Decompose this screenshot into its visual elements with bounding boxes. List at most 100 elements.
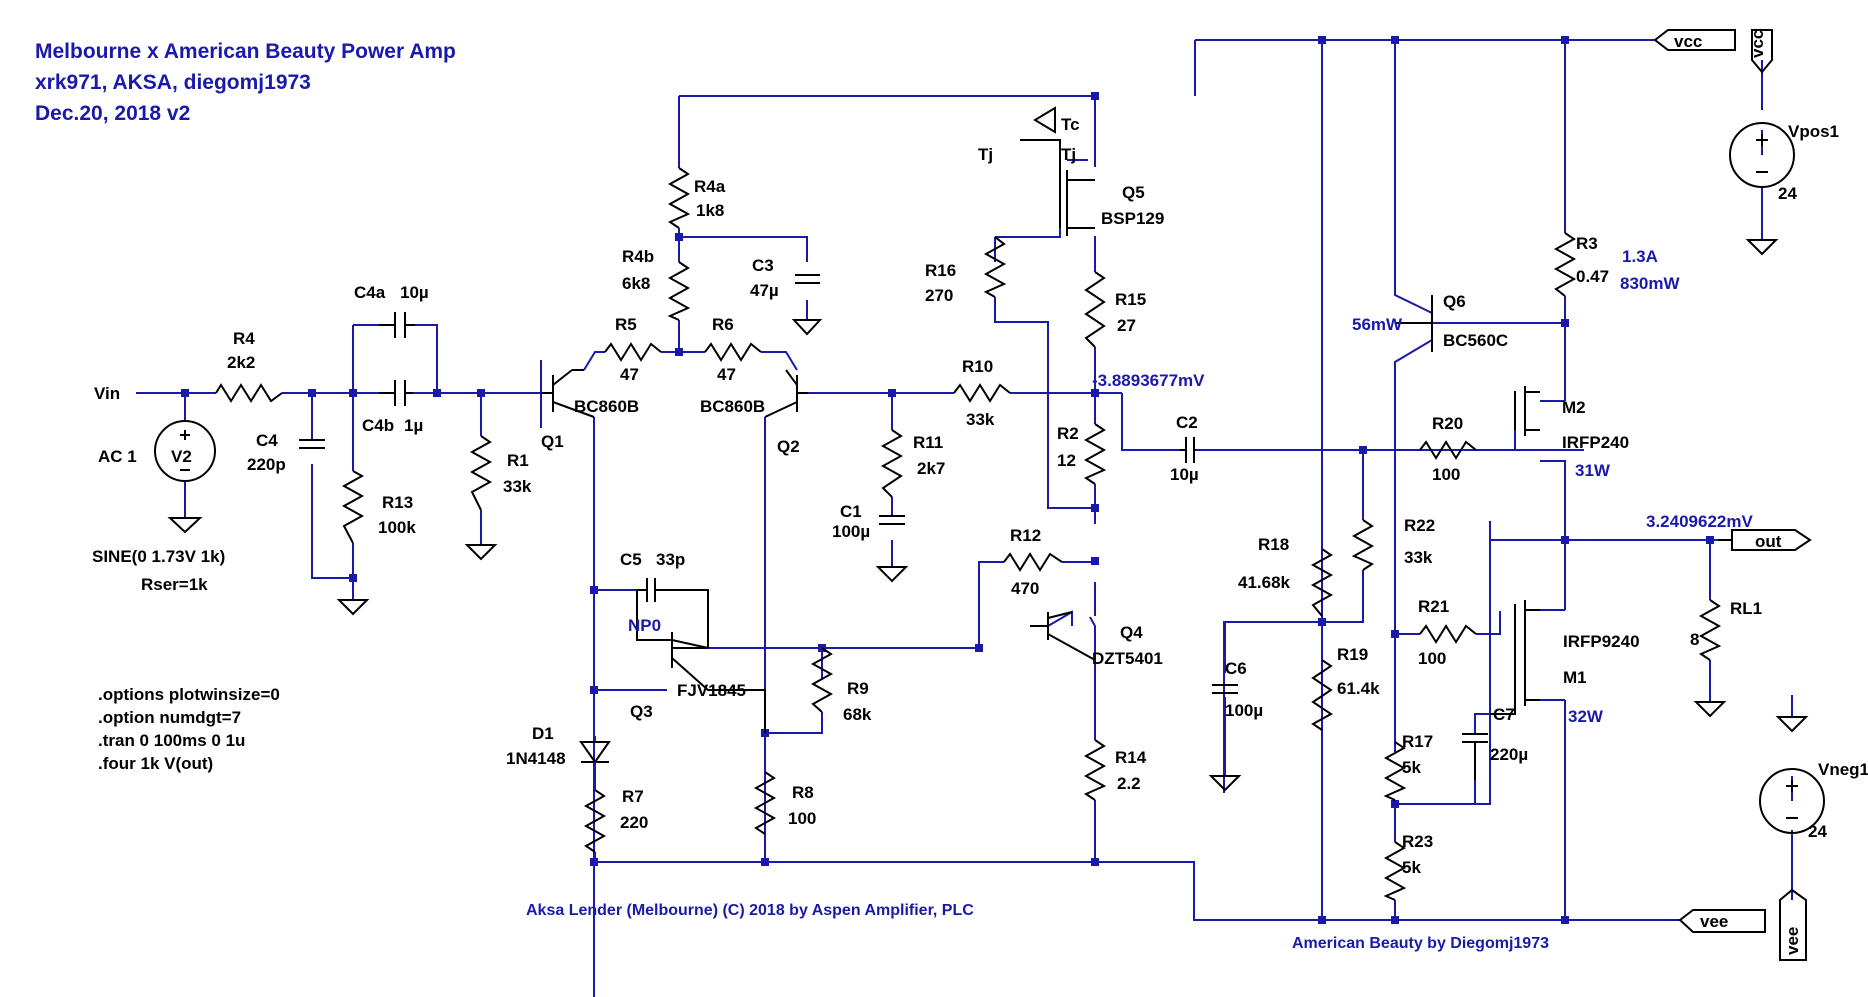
resistor-r6-value: 47 xyxy=(717,365,736,384)
transistor-q1-model: BC860B xyxy=(574,397,639,416)
mosfet-m2-model: IRFP240 xyxy=(1562,433,1629,452)
capacitor-shapes xyxy=(299,274,1488,780)
source-v2-spec: SINE(0 1.73V 1k) xyxy=(92,547,225,566)
resistor-r12-name: R12 xyxy=(1010,526,1041,545)
resistor-r4b-value: 6k8 xyxy=(622,274,650,293)
resistor-r20-value: 100 xyxy=(1432,465,1460,484)
annotation-m1-power: 32W xyxy=(1568,707,1604,726)
supply-vpos-value: 24 xyxy=(1778,184,1797,203)
capacitor-c7-name: C7 xyxy=(1493,705,1515,724)
capacitor-c5-name: C5 xyxy=(620,550,642,569)
supply-vpos-name: Vpos1 xyxy=(1788,122,1839,141)
transistor-q6-model: BC560C xyxy=(1443,331,1508,350)
capacitor-c6-name: C6 xyxy=(1225,659,1247,678)
resistor-r3-value: 0.47 xyxy=(1576,267,1609,286)
net-label-tj: Tj xyxy=(1061,145,1076,164)
net-label-tc: Tc xyxy=(1061,115,1080,134)
capacitor-c1-name: C1 xyxy=(840,502,862,521)
resistor-r22-name: R22 xyxy=(1404,516,1435,535)
capacitor-c4a-value: 10µ xyxy=(400,283,429,302)
annotation-r3-current: 1.3A xyxy=(1622,247,1658,266)
source-labels: AC 1 V2 SINE(0 1.73V 1k) Rser=1k Vpos1 2… xyxy=(92,122,1868,841)
component-labels: R4 2k2 C4a 10µ C4b 1µ C4 220p R13 100k R… xyxy=(227,177,1762,877)
resistor-r5-name: R5 xyxy=(615,315,637,334)
annotation-q6-power: 56mW xyxy=(1352,315,1403,334)
resistor-r19-value: 61.4k xyxy=(1337,679,1380,698)
transistor-q2-model: BC860B xyxy=(700,397,765,416)
ground-symbols xyxy=(167,106,1809,792)
resistor-r4a-value: 1k8 xyxy=(696,201,724,220)
resistor-r21-value: 100 xyxy=(1418,649,1446,668)
transistor-q5-model: BSP129 xyxy=(1101,209,1164,228)
resistor-r9-value: 68k xyxy=(843,705,872,724)
directive-line: .four 1k V(out) xyxy=(98,754,213,773)
net-flags xyxy=(1653,29,1812,961)
resistor-rl1-name: RL1 xyxy=(1730,599,1762,618)
resistor-r18-name: R18 xyxy=(1258,535,1289,554)
capacitor-c5-dielectric: NP0 xyxy=(628,616,661,635)
capacitor-c7-value: 220µ xyxy=(1490,745,1528,764)
spice-directives: .options plotwinsize=0 .option numdgt=7 … xyxy=(98,685,280,773)
resistor-rl1-value: 8 xyxy=(1690,630,1699,649)
annotation-r10-voltage: -3.8893677mV xyxy=(1092,371,1205,390)
resistor-r10-name: R10 xyxy=(962,357,993,376)
transistor-q3-model: FJV1845 xyxy=(677,681,746,700)
resistor-r15-value: 27 xyxy=(1117,316,1136,335)
resistor-r12-value: 470 xyxy=(1011,579,1039,598)
resistor-r4a-name: R4a xyxy=(694,177,726,196)
resistor-r8-value: 100 xyxy=(788,809,816,828)
capacitor-c2-value: 10µ xyxy=(1170,465,1199,484)
annotation-m2-power: 31W xyxy=(1575,461,1611,480)
directive-line: .option numdgt=7 xyxy=(98,708,241,727)
resistor-r3-name: R3 xyxy=(1576,234,1598,253)
mosfet-m2-name: M2 xyxy=(1562,398,1586,417)
mosfet-m1-model: IRFP9240 xyxy=(1563,632,1640,651)
capacitor-c4b-value: 1µ xyxy=(404,416,423,435)
source-v2-name: V2 xyxy=(171,447,192,466)
net-labels: Vin vcc vcc out vee vee Tc Tj Tj xyxy=(94,30,1802,955)
diode-d1-model: 1N4148 xyxy=(506,749,566,768)
resistor-r7-value: 220 xyxy=(620,813,648,832)
resistor-r11-value: 2k7 xyxy=(917,459,945,478)
net-label-vcc-supply: vcc xyxy=(1748,30,1767,58)
capacitor-c1-value: 100µ xyxy=(832,522,870,541)
resistor-r14-value: 2.2 xyxy=(1117,774,1141,793)
resistor-r7-name: R7 xyxy=(622,787,644,806)
resistor-r16-value: 270 xyxy=(925,286,953,305)
resistor-r22-value: 33k xyxy=(1404,548,1433,567)
resistor-r14-name: R14 xyxy=(1115,748,1147,767)
net-label-vee-supply: vee xyxy=(1783,927,1802,955)
resistor-shapes xyxy=(215,167,1722,901)
resistor-r2-value: 12 xyxy=(1057,451,1076,470)
diode-d1-name: D1 xyxy=(532,724,554,743)
resistor-r20-name: R20 xyxy=(1432,414,1463,433)
net-label-out: out xyxy=(1755,532,1782,551)
resistor-r17-value: 5k xyxy=(1402,758,1421,777)
annotation-out-voltage: 3.2409622mV xyxy=(1646,512,1753,531)
resistor-r2-name: R2 xyxy=(1057,424,1079,443)
source-v2-rser: Rser=1k xyxy=(141,575,208,594)
resistor-r15-name: R15 xyxy=(1115,290,1146,309)
resistor-r13-name: R13 xyxy=(382,493,413,512)
transistor-q4-name: Q4 xyxy=(1120,623,1143,642)
supply-vneg-value: 24 xyxy=(1808,822,1827,841)
net-label-tj-flag: Tj xyxy=(978,145,993,164)
resistor-r11-name: R11 xyxy=(913,433,943,452)
footer: Aksa Lender (Melbourne) (C) 2018 by Aspe… xyxy=(526,902,1549,952)
title-line-3: Dec.20, 2018 v2 xyxy=(35,102,190,125)
diode-d1 xyxy=(579,741,611,862)
resistor-r8-name: R8 xyxy=(792,783,814,802)
resistor-r18-value: 41.68k xyxy=(1238,573,1291,592)
resistor-r1-value: 33k xyxy=(503,477,532,496)
resistor-r4-value: 2k2 xyxy=(227,353,255,372)
supply-sources xyxy=(1729,122,1825,834)
title-line-2: xrk971, AKSA, diegomj1973 xyxy=(35,71,311,94)
title-line-1: Melbourne x American Beauty Power Amp xyxy=(35,40,456,63)
junction-dots xyxy=(181,36,1714,924)
resistor-r5-value: 47 xyxy=(620,365,639,384)
capacitor-c3-name: C3 xyxy=(752,256,774,275)
net-label-vin: Vin xyxy=(94,384,120,403)
resistor-r4b-name: R4b xyxy=(622,247,654,266)
resistor-r13-value: 100k xyxy=(378,518,416,537)
